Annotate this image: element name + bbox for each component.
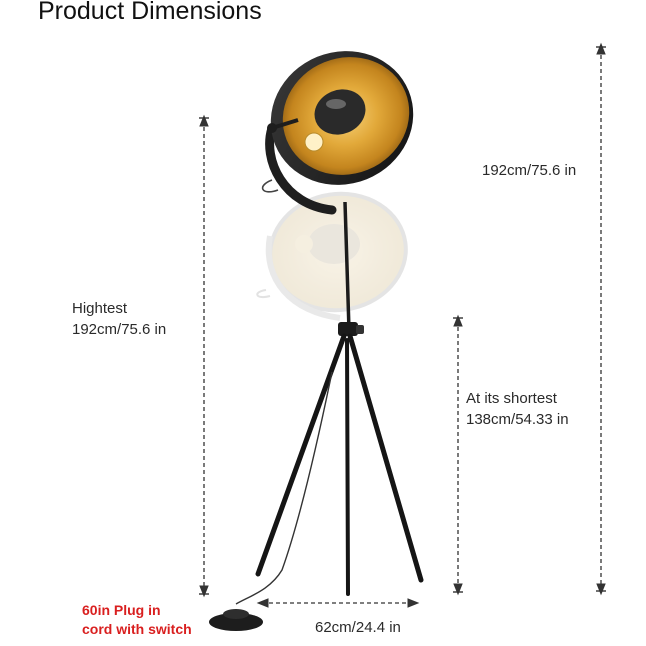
lamp-pole	[343, 201, 351, 331]
power-cord	[235, 371, 333, 605]
shortest-value: 138cm/54.33 in	[466, 411, 569, 428]
tripod-legs	[255, 333, 424, 596]
dimension-line-highest	[199, 114, 209, 598]
plug-note-line1: 60in Plug in	[82, 602, 161, 618]
highest-heading: Hightest	[72, 300, 128, 317]
shortest-heading: At its shortest	[466, 390, 557, 407]
dimension-line-width	[256, 598, 420, 608]
lamp-lowered-ghost	[256, 191, 408, 321]
width-label: 62cm/24.4 in	[315, 619, 401, 636]
dimension-line-total	[596, 42, 606, 596]
highest-value: 192cm/75.6 in	[72, 321, 167, 338]
page-title: Product Dimensions	[38, 0, 262, 25]
lamp-head	[261, 51, 414, 215]
foot-switch	[209, 609, 263, 631]
height-knob	[338, 322, 358, 336]
total-height-label: 192cm/75.6 in	[482, 162, 577, 179]
plug-note-line2: cord with switch	[82, 621, 192, 637]
dimension-line-shortest	[453, 314, 463, 596]
